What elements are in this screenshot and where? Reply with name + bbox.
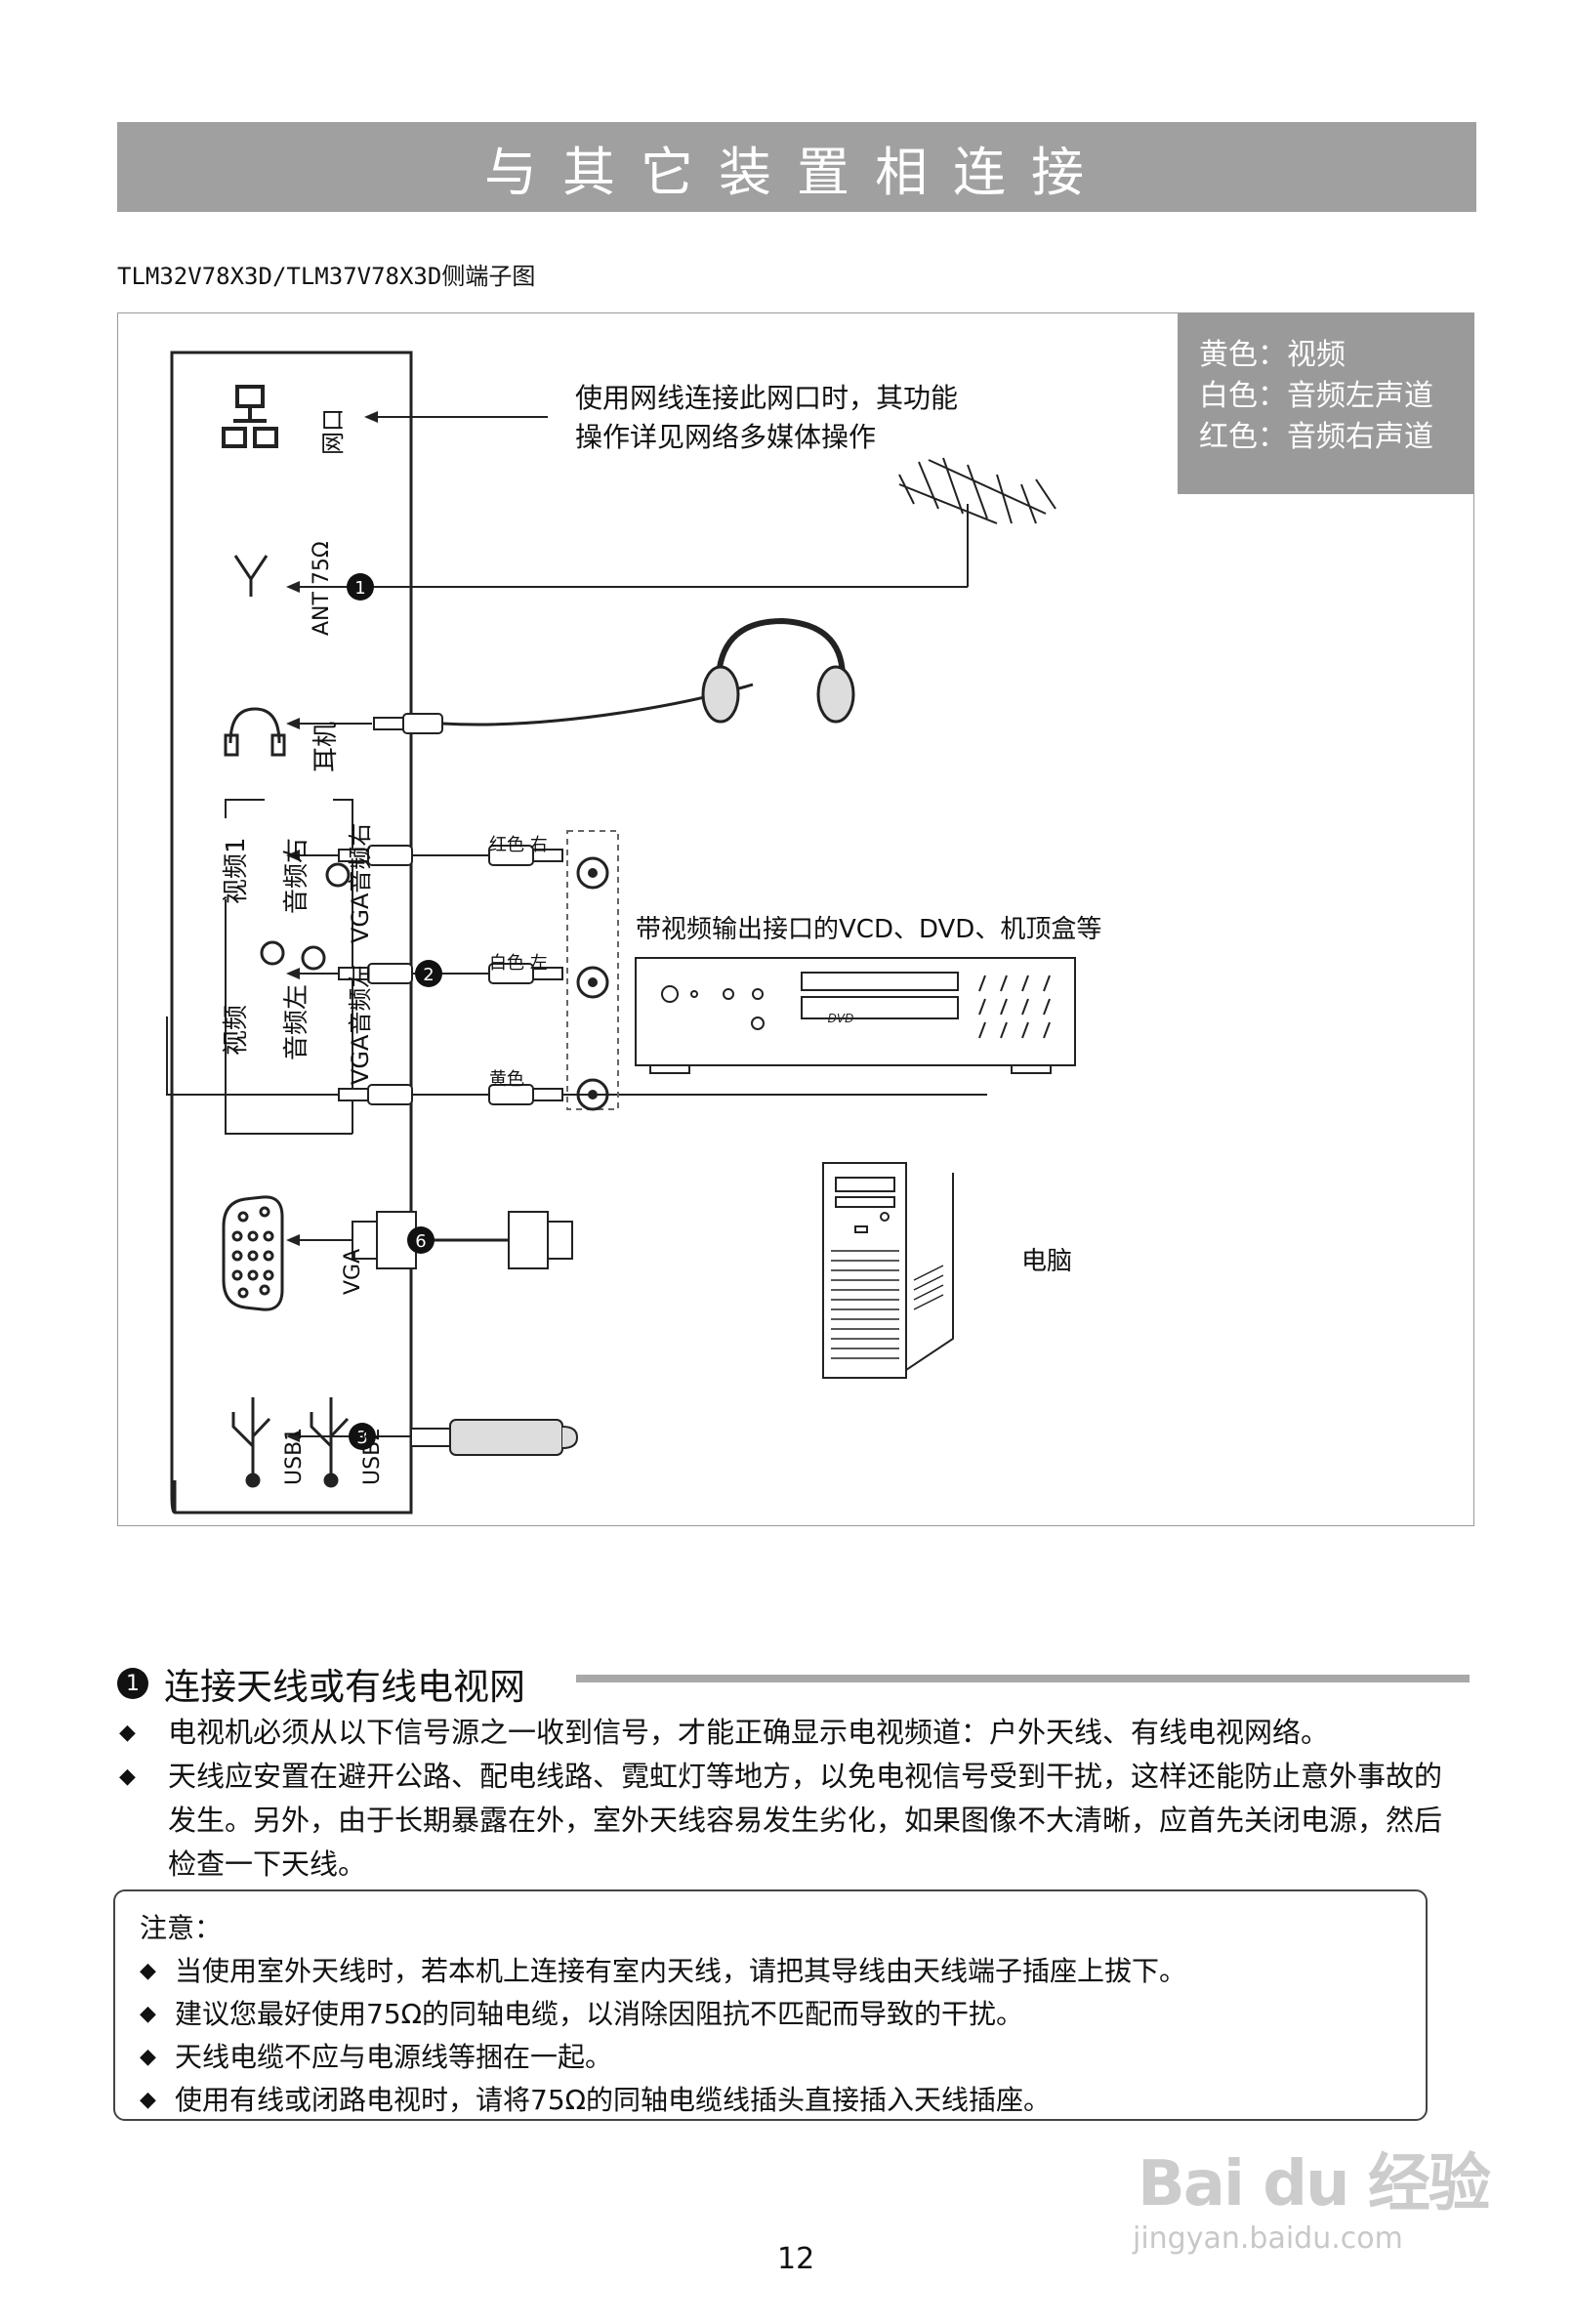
section-heading: 1 连接天线或有线电视网 [117,1657,525,1710]
note-item: ◆ 天线电缆不应与电源线等捆在一起。 [140,2036,1426,2079]
rca-cable-white [338,963,563,984]
port-label-usb2: USB2 [360,1427,385,1485]
note-item: ◆ 当使用室外天线时，若本机上连接有室内天线，请把其导线由天线端子插座上拔下。 [140,1950,1426,1993]
baidu-watermark-url: jingyan.baidu.com [1133,2221,1403,2256]
audio-left-jack [301,945,326,971]
badge-1-label: 1 [354,578,365,599]
video-jack [260,940,285,966]
section-number-badge: 1 [117,1668,148,1699]
badge-2-label: 2 [423,965,434,985]
diamond-bullet-icon: ◆ [140,2088,156,2112]
section-rule [576,1675,1470,1682]
badge-3 [349,1423,376,1450]
usb-flash-drive-icon [410,1419,579,1456]
note-text: 建议您最好使用75Ω的同轴电缆，以消除因阻抗不匹配而导致的干扰。 [175,1998,1024,2030]
vga-cable [352,1211,573,1269]
diamond-bullet-icon: ◆ [119,1721,136,1745]
port-label-network: 网口 [319,408,347,455]
port-label-video1: 视频1 [222,837,251,904]
port-label-earphone: 耳机 [311,721,341,772]
baidu-watermark: Bai du 经验 [1138,2148,1491,2220]
outdoor-antenna-icon [898,457,1056,524]
legend-yellow: 黄色：视频 [1199,338,1346,372]
port-label-audio-right: 音频右 [282,837,311,914]
bullet-text: 电视机必须从以下信号源之一收到信号，才能正确显示电视频道：户外天线、有线电视网络… [168,1716,1330,1749]
diamond-bullet-icon: ◆ [140,1959,156,1983]
bullet-text: 天线应安置在避开公路、配电线路、霓虹灯等地方，以免电视信号受到干扰，这样还能防止… [168,1760,1443,1881]
legend-red: 红色：音频右声道 [1199,420,1433,454]
diamond-bullet-icon: ◆ [119,1764,136,1789]
cable-label-red-right: 红色 右 [489,835,548,855]
diamond-bullet-icon: ◆ [140,2045,156,2069]
usb1-port-icon [231,1397,271,1488]
cable-label-yellow: 黄色 [489,1069,524,1090]
pc-device-caption: 电脑 [1021,1247,1073,1276]
port-label-usb1: USB1 [282,1427,307,1485]
badge-6 [407,1226,435,1254]
model-caption: TLM32V78X3D/TLM37V78X3D侧端子图 [117,263,536,290]
rca-cable-red [338,845,563,866]
page-number: 12 [777,2242,815,2276]
bullet-item: ◆ 电视机必须从以下信号源之一收到信号，才能正确显示电视频道：户外天线、有线电视… [117,1711,1465,1755]
note-text: 使用有线或闭路电视时，请将75Ω的同轴电缆线插头直接插入天线插座。 [175,2084,1052,2116]
color-legend: 黄色：视频 白色：音频左声道 红色：音频右声道 [1178,313,1473,494]
audio-right-jack [325,862,351,888]
earphone-port-icon [224,707,286,757]
port-label-audio-left: 音频左 [282,983,311,1060]
note-text: 天线电缆不应与电源线等捆在一起。 [175,2041,613,2073]
port-label-vga-audio-right: VGA音频右 [347,822,374,943]
note-item: ◆ 建议您最好使用75Ω的同轴电缆，以消除因阻抗不匹配而导致的干扰。 [140,1993,1426,2036]
connection-diagram: 1 2 6 3 DVD 黄色：视频 白色：音频左声道 红色：音频右声道 使用网线… [117,312,1474,1526]
port-label-video: 视频 [222,1004,251,1056]
title-bar: 与其它装置相连接 [117,122,1476,212]
badge-6-label: 6 [415,1231,426,1252]
network-note-line1: 使用网线连接此网口时，其功能 [575,382,959,414]
bullet-item: ◆ 天线应安置在避开公路、配电线路、霓虹灯等地方，以免电视信号受到干扰，这样还能… [117,1755,1465,1887]
diagram-drawing: 1 2 6 3 DVD [166,351,1076,1515]
port-label-vga: VGA [341,1248,365,1295]
dvd-logo: DVD [828,1012,854,1025]
legend-white: 白色：音频左声道 [1199,379,1433,413]
note-text: 当使用室外天线时，若本机上连接有室内天线，请把其导线由天线端子插座上拔下。 [175,1955,1187,1987]
note-box: 注意： ◆ 当使用室外天线时，若本机上连接有室内天线，请把其导线由天线端子插座上拔… [113,1889,1428,2121]
network-port-icon [222,385,278,448]
badge-2 [415,960,442,987]
badge-1 [347,573,374,601]
vga-port-icon [222,1195,284,1311]
section-title: 连接天线或有线电视网 [164,1666,525,1708]
badge-3-label: 3 [356,1428,367,1448]
port-label-ant: ANT 75Ω [310,541,334,636]
network-note-line2: 操作详见网络多媒体操作 [575,421,877,453]
rca-cable-yellow [338,1084,563,1105]
page-title: 与其它装置相连接 [484,141,1109,203]
antenna-port-icon [233,555,269,597]
dvd-device-caption: 带视频输出接口的VCD、DVD、机顶盒等 [636,915,1102,944]
dvd-player-icon [635,957,1076,1074]
port-label-vga-audio-left: VGA音频左 [347,964,374,1085]
headphones-icon [701,617,855,724]
cable-label-white-left: 白色 左 [489,953,548,974]
note-item: ◆ 使用有线或闭路电视时，请将75Ω的同轴电缆线插头直接插入天线插座。 [140,2079,1426,2122]
usb2-port-icon [310,1397,350,1488]
diamond-bullet-icon: ◆ [140,2002,156,2026]
tv-side-panel [170,351,413,1515]
note-heading: 注意： [140,1912,223,1944]
earphone-plug [373,713,443,734]
section-bullets: ◆ 电视机必须从以下信号源之一收到信号，才能正确显示电视频道：户外天线、有线电视… [117,1711,1465,1887]
